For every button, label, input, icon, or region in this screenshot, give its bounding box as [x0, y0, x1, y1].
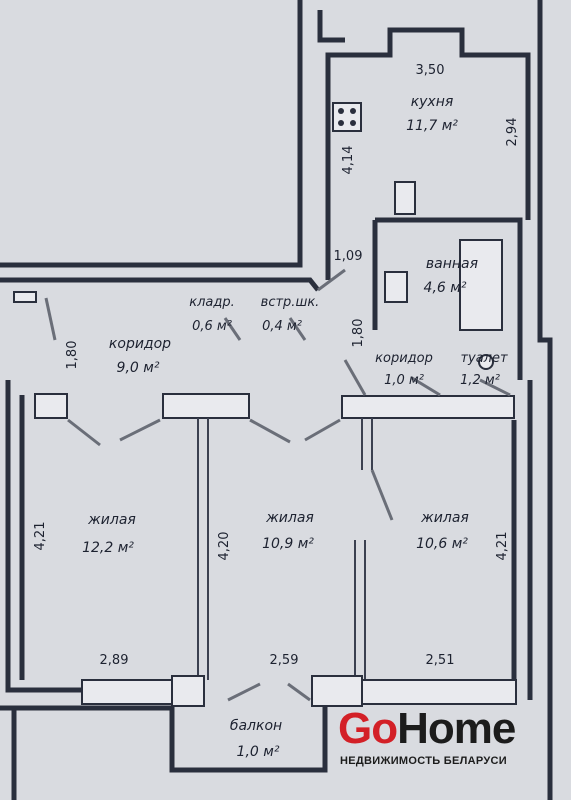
walls: [0, 0, 553, 800]
dim-kitchen-right: 2,94: [505, 118, 520, 147]
living3-area: 10,6 м²: [416, 536, 468, 552]
storage-name: кладр.: [189, 295, 235, 310]
toilet-icon: [478, 354, 494, 370]
gohome-logo: GoHome НЕДВИЖИМОСТЬ БЕЛАРУСИ: [338, 705, 528, 775]
wardrobe-name: встр.шк.: [261, 295, 320, 310]
living3-name: жилая: [420, 510, 469, 526]
living1-name: жилая: [87, 512, 136, 528]
corridor-small-name: коридор: [375, 351, 433, 366]
toilet-area: 1,2 м²: [460, 373, 500, 388]
storage-area: 0,6 м²: [192, 319, 232, 334]
dim-living3-width: 2,51: [426, 653, 455, 668]
room-labels: кухня 11,7 м² ванная 4,6 м² кладр. 0,6 м…: [82, 94, 508, 760]
corridor-small-area: 1,0 м²: [384, 373, 424, 388]
living2-area: 10,9 м²: [262, 536, 314, 552]
dim-corridor-left: 1,80: [65, 341, 80, 370]
washbasin-icon: [384, 271, 408, 303]
stove-icon: [332, 102, 362, 132]
dim-living3-height: 4,21: [495, 532, 510, 561]
wardrobe-area: 0,4 м²: [262, 319, 302, 334]
dim-kitchen-width: 3,50: [416, 63, 445, 78]
fixtures: [13, 102, 503, 419]
partition-middle: [162, 393, 250, 419]
logo-home-text: Home: [397, 704, 516, 753]
dim-corridor-small: 1,80: [351, 319, 366, 348]
dim-living2-height: 4,20: [217, 532, 232, 561]
kitchen-area: 11,7 м²: [406, 118, 458, 134]
bathtub-icon: [459, 239, 503, 331]
corridor-main-area: 9,0 м²: [117, 360, 160, 376]
balcony-name: балкон: [230, 718, 282, 734]
logo-go-text: Go: [338, 704, 398, 753]
logo-wordmark: GoHome: [338, 704, 516, 753]
bathroom-area: 4,6 м²: [424, 280, 467, 296]
dim-living2-width: 2,59: [270, 653, 299, 668]
dimension-labels: 3,50 4,14 2,94 1,09 1,80 1,80 4,21 4,20 …: [33, 63, 520, 668]
corridor-main-name: коридор: [109, 336, 171, 352]
dim-living1-width: 2,89: [100, 653, 129, 668]
living1-area: 12,2 м²: [82, 540, 134, 556]
bathroom-name: ванная: [426, 256, 478, 272]
partition-right: [341, 395, 515, 419]
living2-name: жилая: [265, 510, 314, 526]
doors: [44, 268, 511, 702]
toilet-name: туалет: [460, 351, 508, 366]
dim-kitchen-left: 4,14: [341, 146, 356, 175]
dim-bath-door: 1,09: [334, 249, 363, 264]
kitchen-name: кухня: [411, 94, 454, 110]
ventilation-shaft-icon: [394, 181, 416, 215]
logo-tagline: НЕДВИЖИМОСТЬ БЕЛАРУСИ: [340, 755, 507, 767]
dim-living1-height: 4,21: [33, 522, 48, 551]
balcony-area: 1,0 м²: [237, 744, 280, 760]
